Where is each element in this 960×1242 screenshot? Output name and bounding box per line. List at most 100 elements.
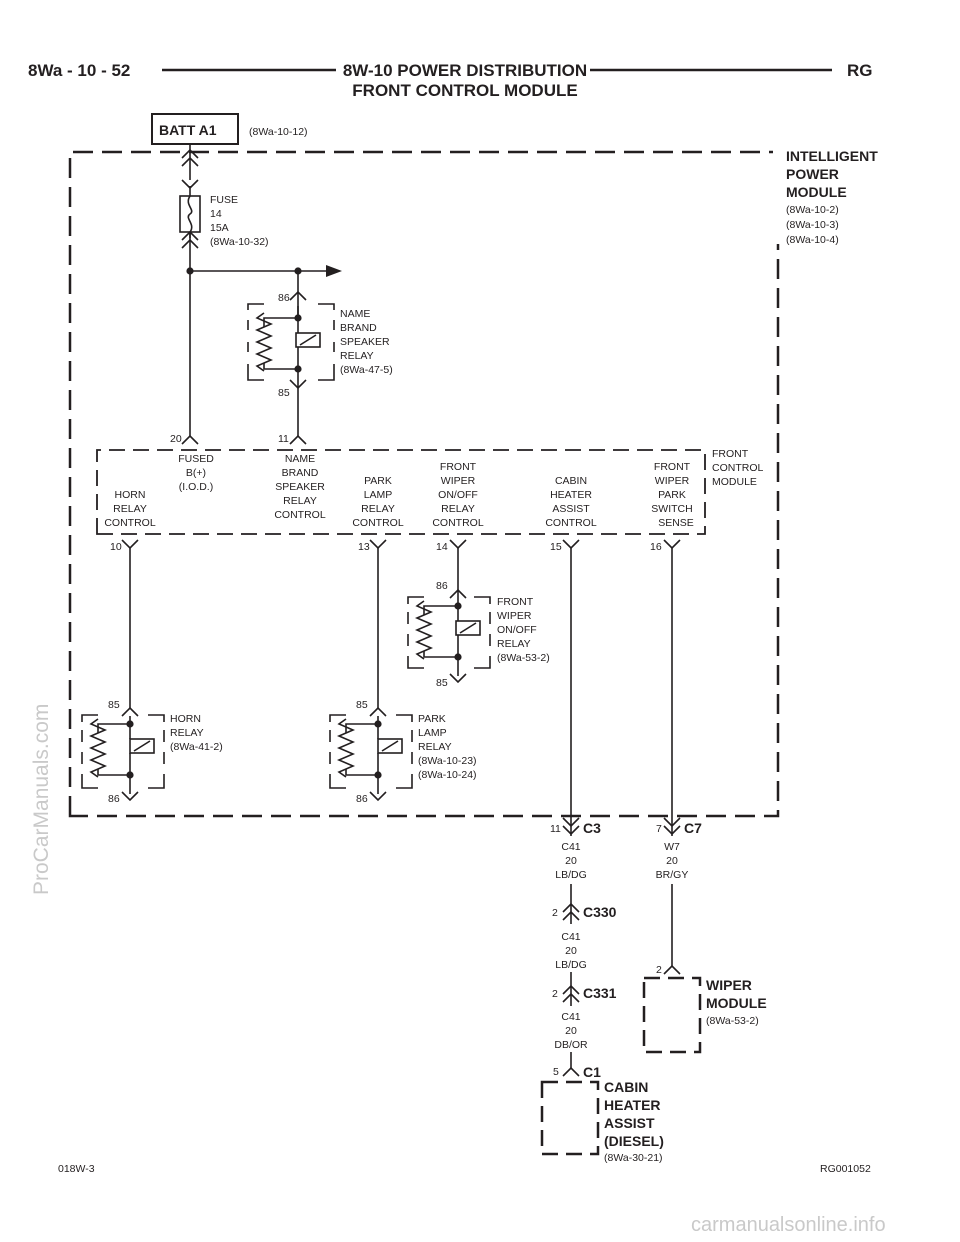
svg-text:INTELLIGENT: INTELLIGENT <box>786 148 878 164</box>
svg-text:C7: C7 <box>684 820 702 836</box>
batt-ref: (8Wa-10-12) <box>249 126 308 138</box>
svg-text:BR/GY: BR/GY <box>656 869 689 881</box>
svg-text:14: 14 <box>436 541 448 553</box>
wiper-module-label: WIPER MODULE (8Wa-53-2) <box>706 977 767 1027</box>
svg-text:(8Wa-53-2): (8Wa-53-2) <box>706 1015 759 1027</box>
fcm-pin-16: FRONT WIPER PARK SWITCH SENSE 16 <box>650 461 694 553</box>
svg-text:LAMP: LAMP <box>418 727 447 739</box>
svg-text:FUSE: FUSE <box>210 194 238 206</box>
fcm-pin-14: FRONT WIPER ON/OFF RELAY CONTROL 14 <box>432 461 483 553</box>
svg-text:10: 10 <box>110 541 122 553</box>
svg-text:NAME: NAME <box>340 308 370 320</box>
svg-text:CONTROL: CONTROL <box>104 517 155 529</box>
svg-text:16: 16 <box>650 541 662 553</box>
svg-text:SPEAKER: SPEAKER <box>340 336 390 348</box>
svg-text:MODULE: MODULE <box>786 184 847 200</box>
svg-text:RELAY: RELAY <box>340 350 374 362</box>
header: 8Wa - 10 - 52 8W-10 POWER DISTRIBUTION F… <box>28 61 873 100</box>
svg-text:PARK: PARK <box>658 489 686 501</box>
svg-text:CONTROL: CONTROL <box>432 517 483 529</box>
svg-text:SENSE: SENSE <box>658 517 694 529</box>
horn-relay: 85 86 HORN RELAY (8Wa-41-2) <box>81 548 223 805</box>
fcm-pin-13: PARK LAMP RELAY CONTROL 13 <box>352 475 403 553</box>
svg-text:NAME: NAME <box>285 453 315 465</box>
svg-text:CONTROL: CONTROL <box>545 517 596 529</box>
svg-text:RELAY: RELAY <box>361 503 395 515</box>
svg-text:(8Wa-53-2): (8Wa-53-2) <box>497 652 550 664</box>
svg-text:C3: C3 <box>583 820 601 836</box>
svg-text:(8Wa-47-5): (8Wa-47-5) <box>340 364 393 376</box>
page-title-line1: 8W-10 POWER DISTRIBUTION <box>343 61 587 80</box>
model-code: RG <box>847 61 873 80</box>
svg-text:13: 13 <box>358 541 370 553</box>
svg-text:CABIN: CABIN <box>604 1079 648 1095</box>
svg-text:ON/OFF: ON/OFF <box>497 624 537 636</box>
svg-text:ASSIST: ASSIST <box>604 1115 655 1131</box>
svg-text:HEATER: HEATER <box>550 489 592 501</box>
svg-text:85: 85 <box>278 387 290 399</box>
fcm-pin-15: CABIN HEATER ASSIST CONTROL 15 <box>545 475 596 553</box>
svg-text:RELAY: RELAY <box>113 503 147 515</box>
svg-text:11: 11 <box>278 433 289 445</box>
svg-text:CONTROL: CONTROL <box>352 517 403 529</box>
wiper-module-pin: 2 <box>656 964 662 976</box>
svg-text:(8Wa-10-23): (8Wa-10-23) <box>418 755 477 767</box>
park-lamp-relay: 85 86 PARK LAMP RELAY (8Wa-10-23) (8Wa-1… <box>329 548 477 805</box>
svg-text:15: 15 <box>550 541 562 553</box>
wire-label-4: C41 20 DB/OR <box>554 1011 588 1051</box>
svg-text:15A: 15A <box>210 222 229 234</box>
fcm-pin-20: 20 FUSED B(+) (I.O.D.) <box>170 433 214 493</box>
svg-text:RELAY: RELAY <box>441 503 475 515</box>
svg-text:DB/OR: DB/OR <box>554 1039 588 1051</box>
fcm-pin-10: HORN RELAY CONTROL 10 <box>104 489 155 553</box>
svg-text:85: 85 <box>436 677 448 689</box>
connector-c331: 2 C331 <box>552 985 617 1001</box>
svg-text:(8Wa-41-2): (8Wa-41-2) <box>170 741 223 753</box>
svg-text:(8Wa-10-24): (8Wa-10-24) <box>418 769 477 781</box>
svg-text:FRONT: FRONT <box>712 448 749 460</box>
svg-text:CONTROL: CONTROL <box>274 509 325 521</box>
svg-text:86: 86 <box>436 580 448 592</box>
wiper-module-boundary <box>642 976 702 1054</box>
svg-text:SWITCH: SWITCH <box>651 503 692 515</box>
svg-text:2: 2 <box>552 907 558 919</box>
svg-text:C330: C330 <box>583 904 617 920</box>
side-watermark: ProCarManuals.com <box>30 704 53 895</box>
connector-c3: 11 C3 <box>550 820 601 836</box>
svg-text:WIPER: WIPER <box>497 610 532 622</box>
cabin-heater-boundary <box>540 1080 600 1156</box>
svg-text:7: 7 <box>656 823 662 835</box>
svg-text:FRONT: FRONT <box>654 461 691 473</box>
fcm-pin-11: 11 NAME BRAND SPEAKER RELAY CONTROL <box>274 433 325 521</box>
svg-text:WIPER: WIPER <box>655 475 690 487</box>
svg-text:(I.O.D.): (I.O.D.) <box>179 481 213 493</box>
connector-c330: 2 C330 <box>552 904 617 920</box>
svg-text:C331: C331 <box>583 985 617 1001</box>
footer-left: 018W-3 <box>58 1163 95 1175</box>
svg-text:(8Wa-10-4): (8Wa-10-4) <box>786 234 839 246</box>
batt-label: BATT A1 <box>159 122 217 138</box>
svg-text:2: 2 <box>552 988 558 1000</box>
connector-c1: 5 C1 <box>553 1064 601 1080</box>
svg-text:C41: C41 <box>561 931 580 943</box>
svg-text:MODULE: MODULE <box>706 995 767 1011</box>
svg-text:RELAY: RELAY <box>497 638 531 650</box>
svg-text:ON/OFF: ON/OFF <box>438 489 478 501</box>
svg-text:85: 85 <box>108 699 120 711</box>
batt-a1-box: BATT A1 (8Wa-10-12) <box>151 113 308 145</box>
svg-text:FRONT: FRONT <box>497 596 534 608</box>
svg-text:14: 14 <box>210 208 222 220</box>
svg-text:11: 11 <box>550 823 561 835</box>
svg-text:CONTROL: CONTROL <box>712 462 763 474</box>
svg-text:C1: C1 <box>583 1064 601 1080</box>
svg-text:5: 5 <box>553 1066 559 1078</box>
wire-label-2: W7 20 BR/GY <box>656 841 689 881</box>
fcm-label: FRONT CONTROL MODULE <box>712 448 763 488</box>
ipm-label: INTELLIGENT POWER MODULE (8Wa-10-2) (8Wa… <box>773 144 878 246</box>
svg-text:20: 20 <box>666 855 678 867</box>
svg-text:BRAND: BRAND <box>340 322 377 334</box>
svg-text:W7: W7 <box>664 841 680 853</box>
wire-label-1: C41 20 LB/DG <box>555 841 587 881</box>
wire-w7-wiper-module <box>663 548 681 975</box>
front-wiper-on-off-relay: 86 85 FRONT WIPER ON/OFF RELAY (8Wa-53-2… <box>407 548 550 689</box>
